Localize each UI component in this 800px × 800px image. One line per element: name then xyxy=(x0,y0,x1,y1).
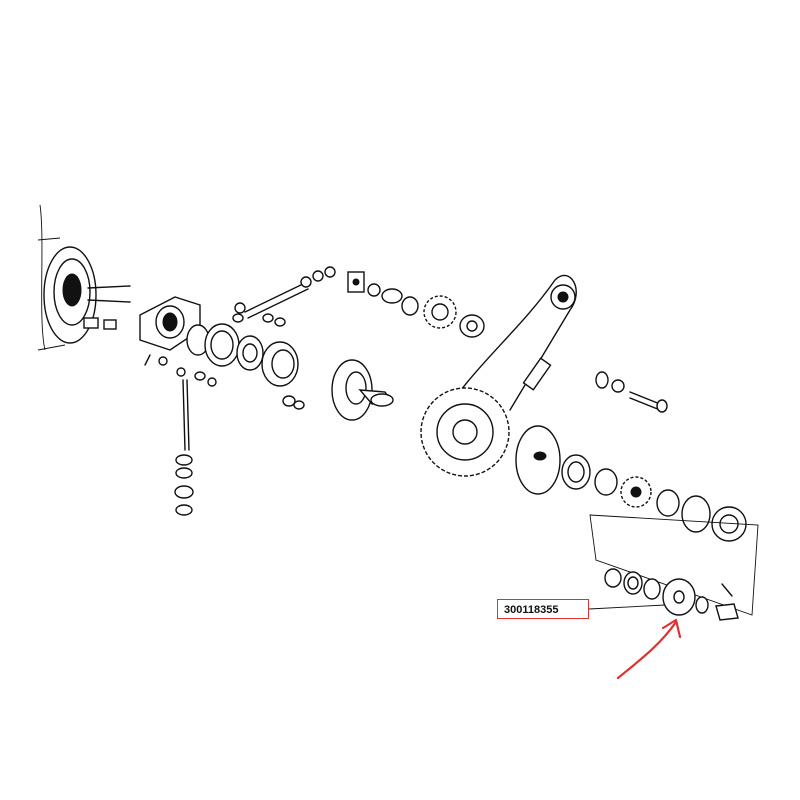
upper-right-bolt xyxy=(595,371,668,413)
drive-shaft-parts xyxy=(83,317,117,330)
lower-washer-set xyxy=(604,568,739,621)
part-number-label: 300118355 xyxy=(497,599,589,619)
upper-small-parts xyxy=(347,271,485,338)
bearing-seal-stack xyxy=(186,323,305,410)
callout-arrow xyxy=(616,618,682,680)
kit-group-box xyxy=(589,514,759,616)
gearbox-housing xyxy=(37,204,131,351)
pulley-hub xyxy=(331,359,394,421)
label-leader-line xyxy=(588,604,666,610)
chain-drive-assembly xyxy=(420,274,577,477)
right-washer-stack xyxy=(515,425,747,542)
flange-bearing-housing xyxy=(139,296,201,377)
tension-bolt-assembly xyxy=(174,371,217,516)
adjuster-bolt xyxy=(232,266,336,327)
